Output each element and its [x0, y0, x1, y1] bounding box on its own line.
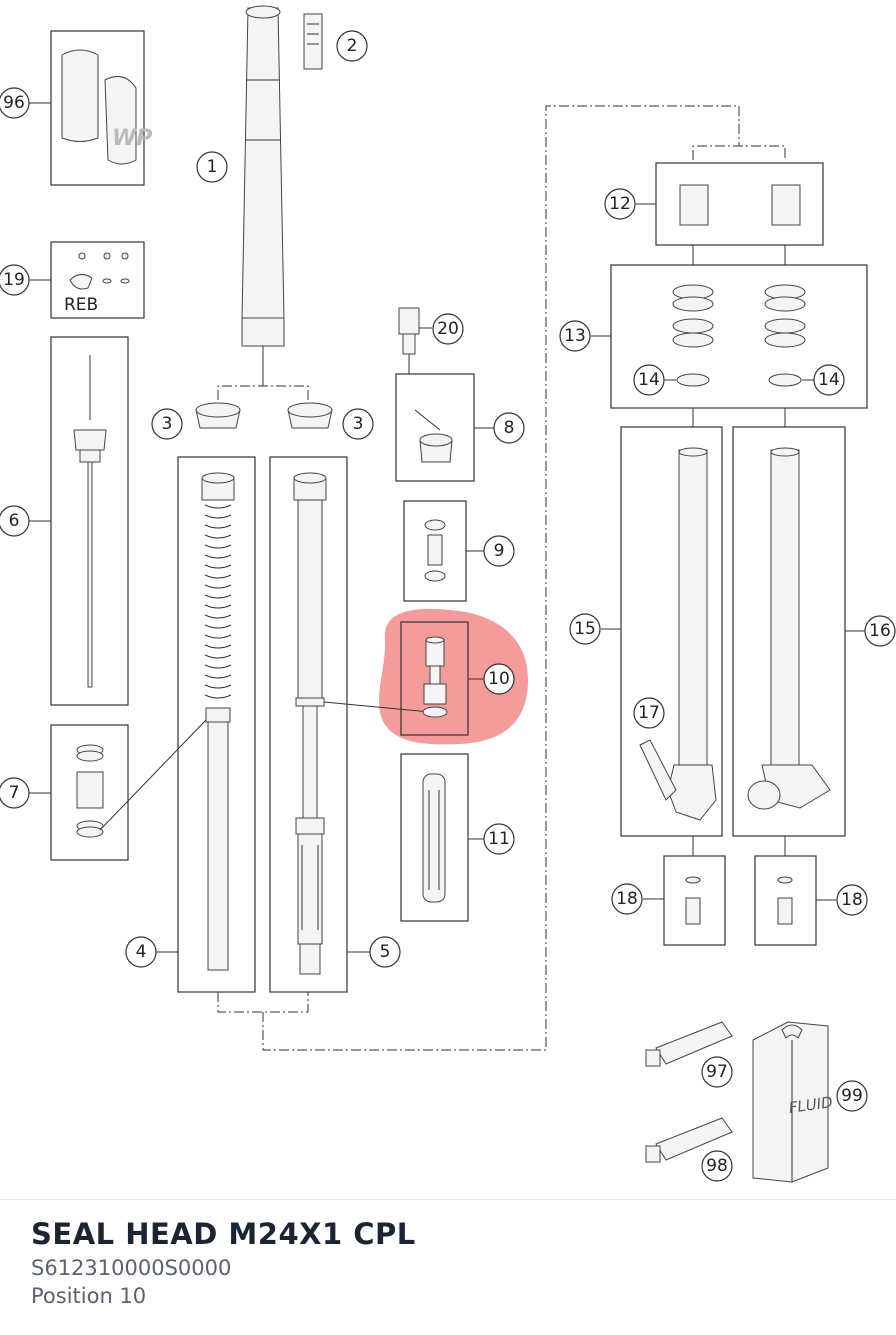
callout-6[interactable]: 6: [0, 505, 30, 537]
callout-1[interactable]: 1: [196, 151, 228, 183]
svg-text:14: 14: [818, 370, 840, 390]
box-4: [177, 456, 256, 993]
svg-text:6: 6: [9, 511, 20, 531]
svg-text:12: 12: [609, 194, 631, 214]
footer-divider: [0, 1199, 896, 1200]
svg-text:13: 13: [564, 326, 586, 346]
callout-11[interactable]: 11: [483, 823, 515, 855]
svg-text:5: 5: [380, 942, 391, 962]
svg-text:99: 99: [841, 1086, 863, 1106]
grease-tube-98: [655, 1117, 733, 1161]
svg-text:16: 16: [869, 621, 891, 641]
svg-text:20: 20: [437, 319, 459, 339]
fork-tube-1: [241, 7, 285, 321]
grease-tube-97: [655, 1021, 733, 1065]
svg-text:98: 98: [706, 1156, 728, 1176]
callout-3-right[interactable]: 3: [342, 408, 374, 440]
callout-17[interactable]: 17: [633, 697, 665, 729]
svg-text:97: 97: [706, 1062, 728, 1082]
svg-text:2: 2: [347, 36, 358, 56]
callout-14-right[interactable]: 14: [813, 364, 845, 396]
svg-text:15: 15: [574, 619, 596, 639]
svg-text:19: 19: [3, 270, 25, 290]
part-title: SEAL HEAD M24X1 CPL: [31, 1217, 416, 1251]
box-15: [620, 426, 723, 837]
box-96: [50, 30, 145, 186]
callout-3-left[interactable]: 3: [151, 408, 183, 440]
svg-text:1: 1: [207, 157, 218, 177]
exploded-parts-diagram: WP REB: [0, 5, 896, 1183]
callout-98[interactable]: 98: [701, 1150, 733, 1182]
callout-96[interactable]: 96: [0, 87, 30, 119]
callout-19[interactable]: 19: [0, 264, 30, 296]
callout-16[interactable]: 16: [864, 615, 896, 647]
callout-20[interactable]: 20: [432, 313, 464, 345]
callout-18-left[interactable]: 18: [611, 883, 643, 915]
fluid-label: FLUID: [788, 1093, 834, 1117]
callout-2[interactable]: 2: [336, 30, 368, 62]
part-number: S612310000S0000: [31, 1256, 232, 1280]
svg-text:10: 10: [488, 669, 510, 689]
part-info-panel: SEAL HEAD M24X1 CPL S612310000S0000 Posi…: [31, 1214, 876, 1310]
svg-text:7: 7: [9, 783, 20, 803]
box-8: [395, 373, 475, 482]
callout-99[interactable]: 99: [836, 1080, 868, 1112]
callout-5[interactable]: 5: [369, 936, 401, 968]
callout-18-right[interactable]: 18: [836, 884, 868, 916]
callout-15[interactable]: 15: [569, 613, 601, 645]
part-position: Position 10: [31, 1284, 147, 1308]
svg-text:96: 96: [3, 93, 25, 113]
box-11: [400, 753, 469, 922]
callout-12[interactable]: 12: [604, 188, 636, 220]
svg-text:18: 18: [616, 889, 638, 909]
svg-text:9: 9: [494, 541, 505, 561]
box-18-left: [663, 855, 726, 946]
callout-9[interactable]: 9: [483, 535, 515, 567]
callout-13[interactable]: 13: [559, 320, 591, 352]
callout-8[interactable]: 8: [493, 412, 525, 444]
callout-10[interactable]: 10: [483, 663, 515, 695]
svg-text:17: 17: [638, 703, 660, 723]
callout-97[interactable]: 97: [701, 1056, 733, 1088]
svg-text:WP: WP: [112, 126, 152, 151]
svg-text:8: 8: [504, 418, 515, 438]
svg-text:3: 3: [162, 414, 173, 434]
callout-14-left[interactable]: 14: [633, 364, 665, 396]
svg-text:18: 18: [841, 890, 863, 910]
svg-text:14: 14: [638, 370, 660, 390]
fluid-can-99: [752, 1021, 829, 1183]
reb-label: REB: [64, 295, 98, 315]
svg-text:11: 11: [488, 829, 510, 849]
svg-text:4: 4: [136, 942, 147, 962]
svg-text:3: 3: [353, 414, 364, 434]
callout-4[interactable]: 4: [125, 936, 157, 968]
callout-7[interactable]: 7: [0, 777, 30, 809]
